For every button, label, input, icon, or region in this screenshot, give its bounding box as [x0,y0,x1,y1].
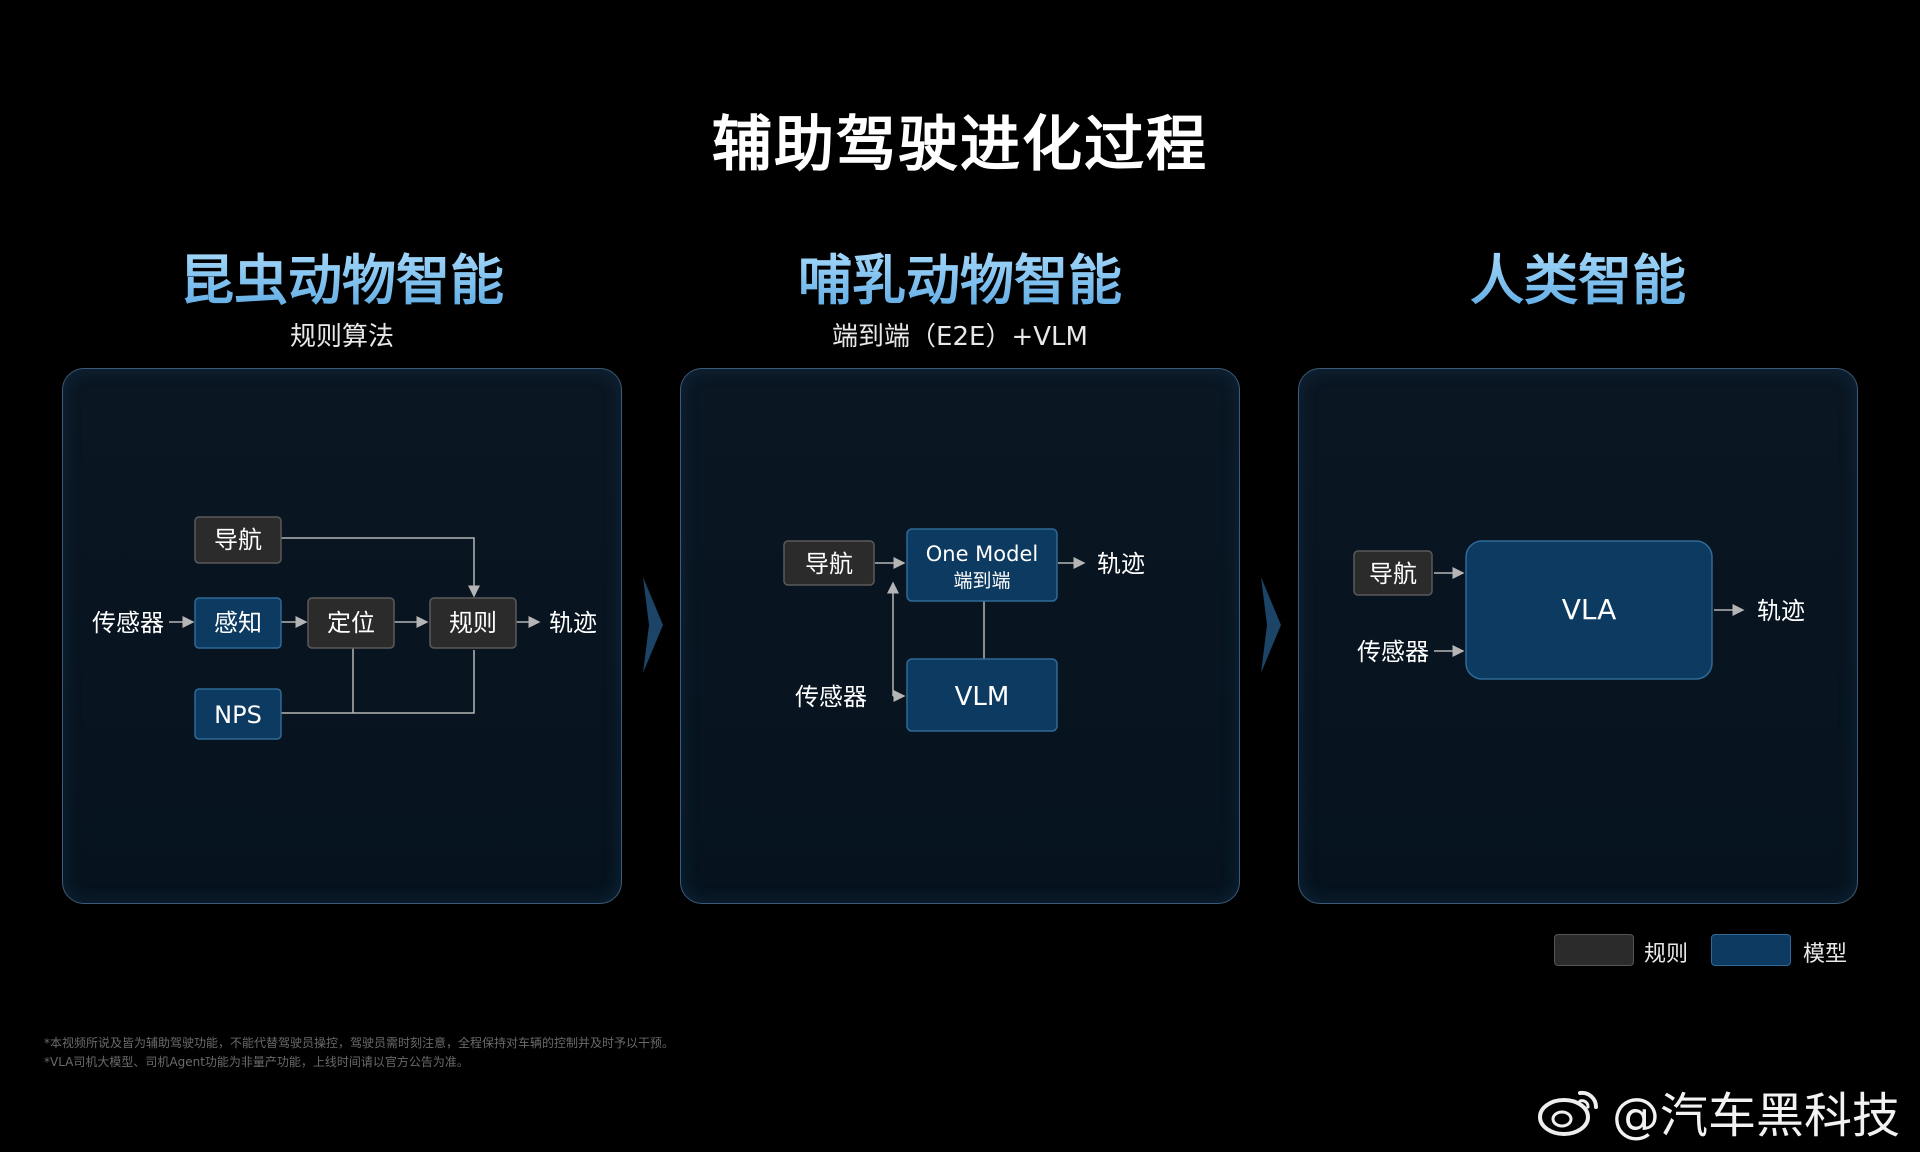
nav-label: 导航 [1369,560,1417,588]
footnote-1: *本视频所说及皆为辅助驾驶功能，不能代替驾驶员操控，驾驶员需时刻注意，全程保持对… [44,1036,675,1050]
weibo-icon [1537,1090,1598,1136]
nav-label: 导航 [805,550,853,578]
stage-subtitle-mammal: 端到端（E2E）+VLM [832,322,1088,352]
nav-node [194,516,282,564]
trajectory-label: 轨迹 [549,609,597,637]
stage-title-insect: 昆虫动物智能 [62,236,622,315]
nps-node [194,688,282,740]
end-to-end-label: 端到端 [953,570,1010,592]
sensor-label: 传感器 [795,683,867,711]
perception-label: 感知 [214,609,262,637]
trajectory-label: 轨迹 [1097,550,1145,578]
chevron-right-icon [643,577,663,673]
vla-label: VLA [1562,593,1617,626]
insect-diagram: 导航 传感器 感知 定位 规则 轨迹 NPS [92,516,597,740]
panel-insect-intelligence: 导航 传感器 感知 定位 规则 轨迹 NPS [62,368,622,904]
perception-node [194,597,282,649]
vlm-node [906,658,1058,732]
legend-swatch-model [1711,934,1791,966]
stage-title-mammal: 哺乳动物智能 [680,236,1240,315]
nav-to-rules-line [281,537,480,598]
nav-node [783,540,875,586]
one-model-node [906,528,1058,602]
legend-swatch-rules [1554,934,1634,966]
nps-to-rules-line [281,650,475,714]
rules-label: 规则 [449,609,497,637]
trajectory-label: 轨迹 [1757,597,1805,625]
human-diagram: 导航 传感器 VLA 轨迹 [1353,540,1805,680]
legend-label-rules: 规则 [1644,942,1689,967]
nav-label: 导航 [214,526,262,554]
page-title: 辅助驾驶进化过程 [712,110,1208,180]
panel-mammal-intelligence: 导航 One Model 端到端 轨迹 传感器 VLM [680,368,1240,904]
vlm-label: VLM [955,682,1010,712]
nps-label: NPS [214,701,262,729]
footnote-2: *VLA司机大模型、司机Agent功能为非量产功能，上线时间请以官方公告为准。 [44,1055,469,1069]
stage-subtitle-insect: 规则算法 [289,322,394,352]
watermark-text: @汽车黑科技 [1611,1088,1900,1144]
rules-node [429,597,517,649]
sensor-label: 传感器 [1357,638,1429,666]
one-model-label: One Model [926,542,1039,566]
sensor-label: 传感器 [92,609,164,637]
vla-node [1465,540,1713,680]
localization-node [307,597,395,649]
localization-label: 定位 [327,609,375,637]
watermark: @汽车黑科技 [1536,1076,1900,1146]
nav-node [1353,550,1433,596]
mammal-diagram: 导航 One Model 端到端 轨迹 传感器 VLM [783,528,1145,732]
chevron-right-icon [1261,577,1281,673]
stage-title-human: 人类智能 [1298,236,1858,315]
panel-human-intelligence: 导航 传感器 VLA 轨迹 [1298,368,1858,904]
legend-label-model: 模型 [1803,942,1848,967]
